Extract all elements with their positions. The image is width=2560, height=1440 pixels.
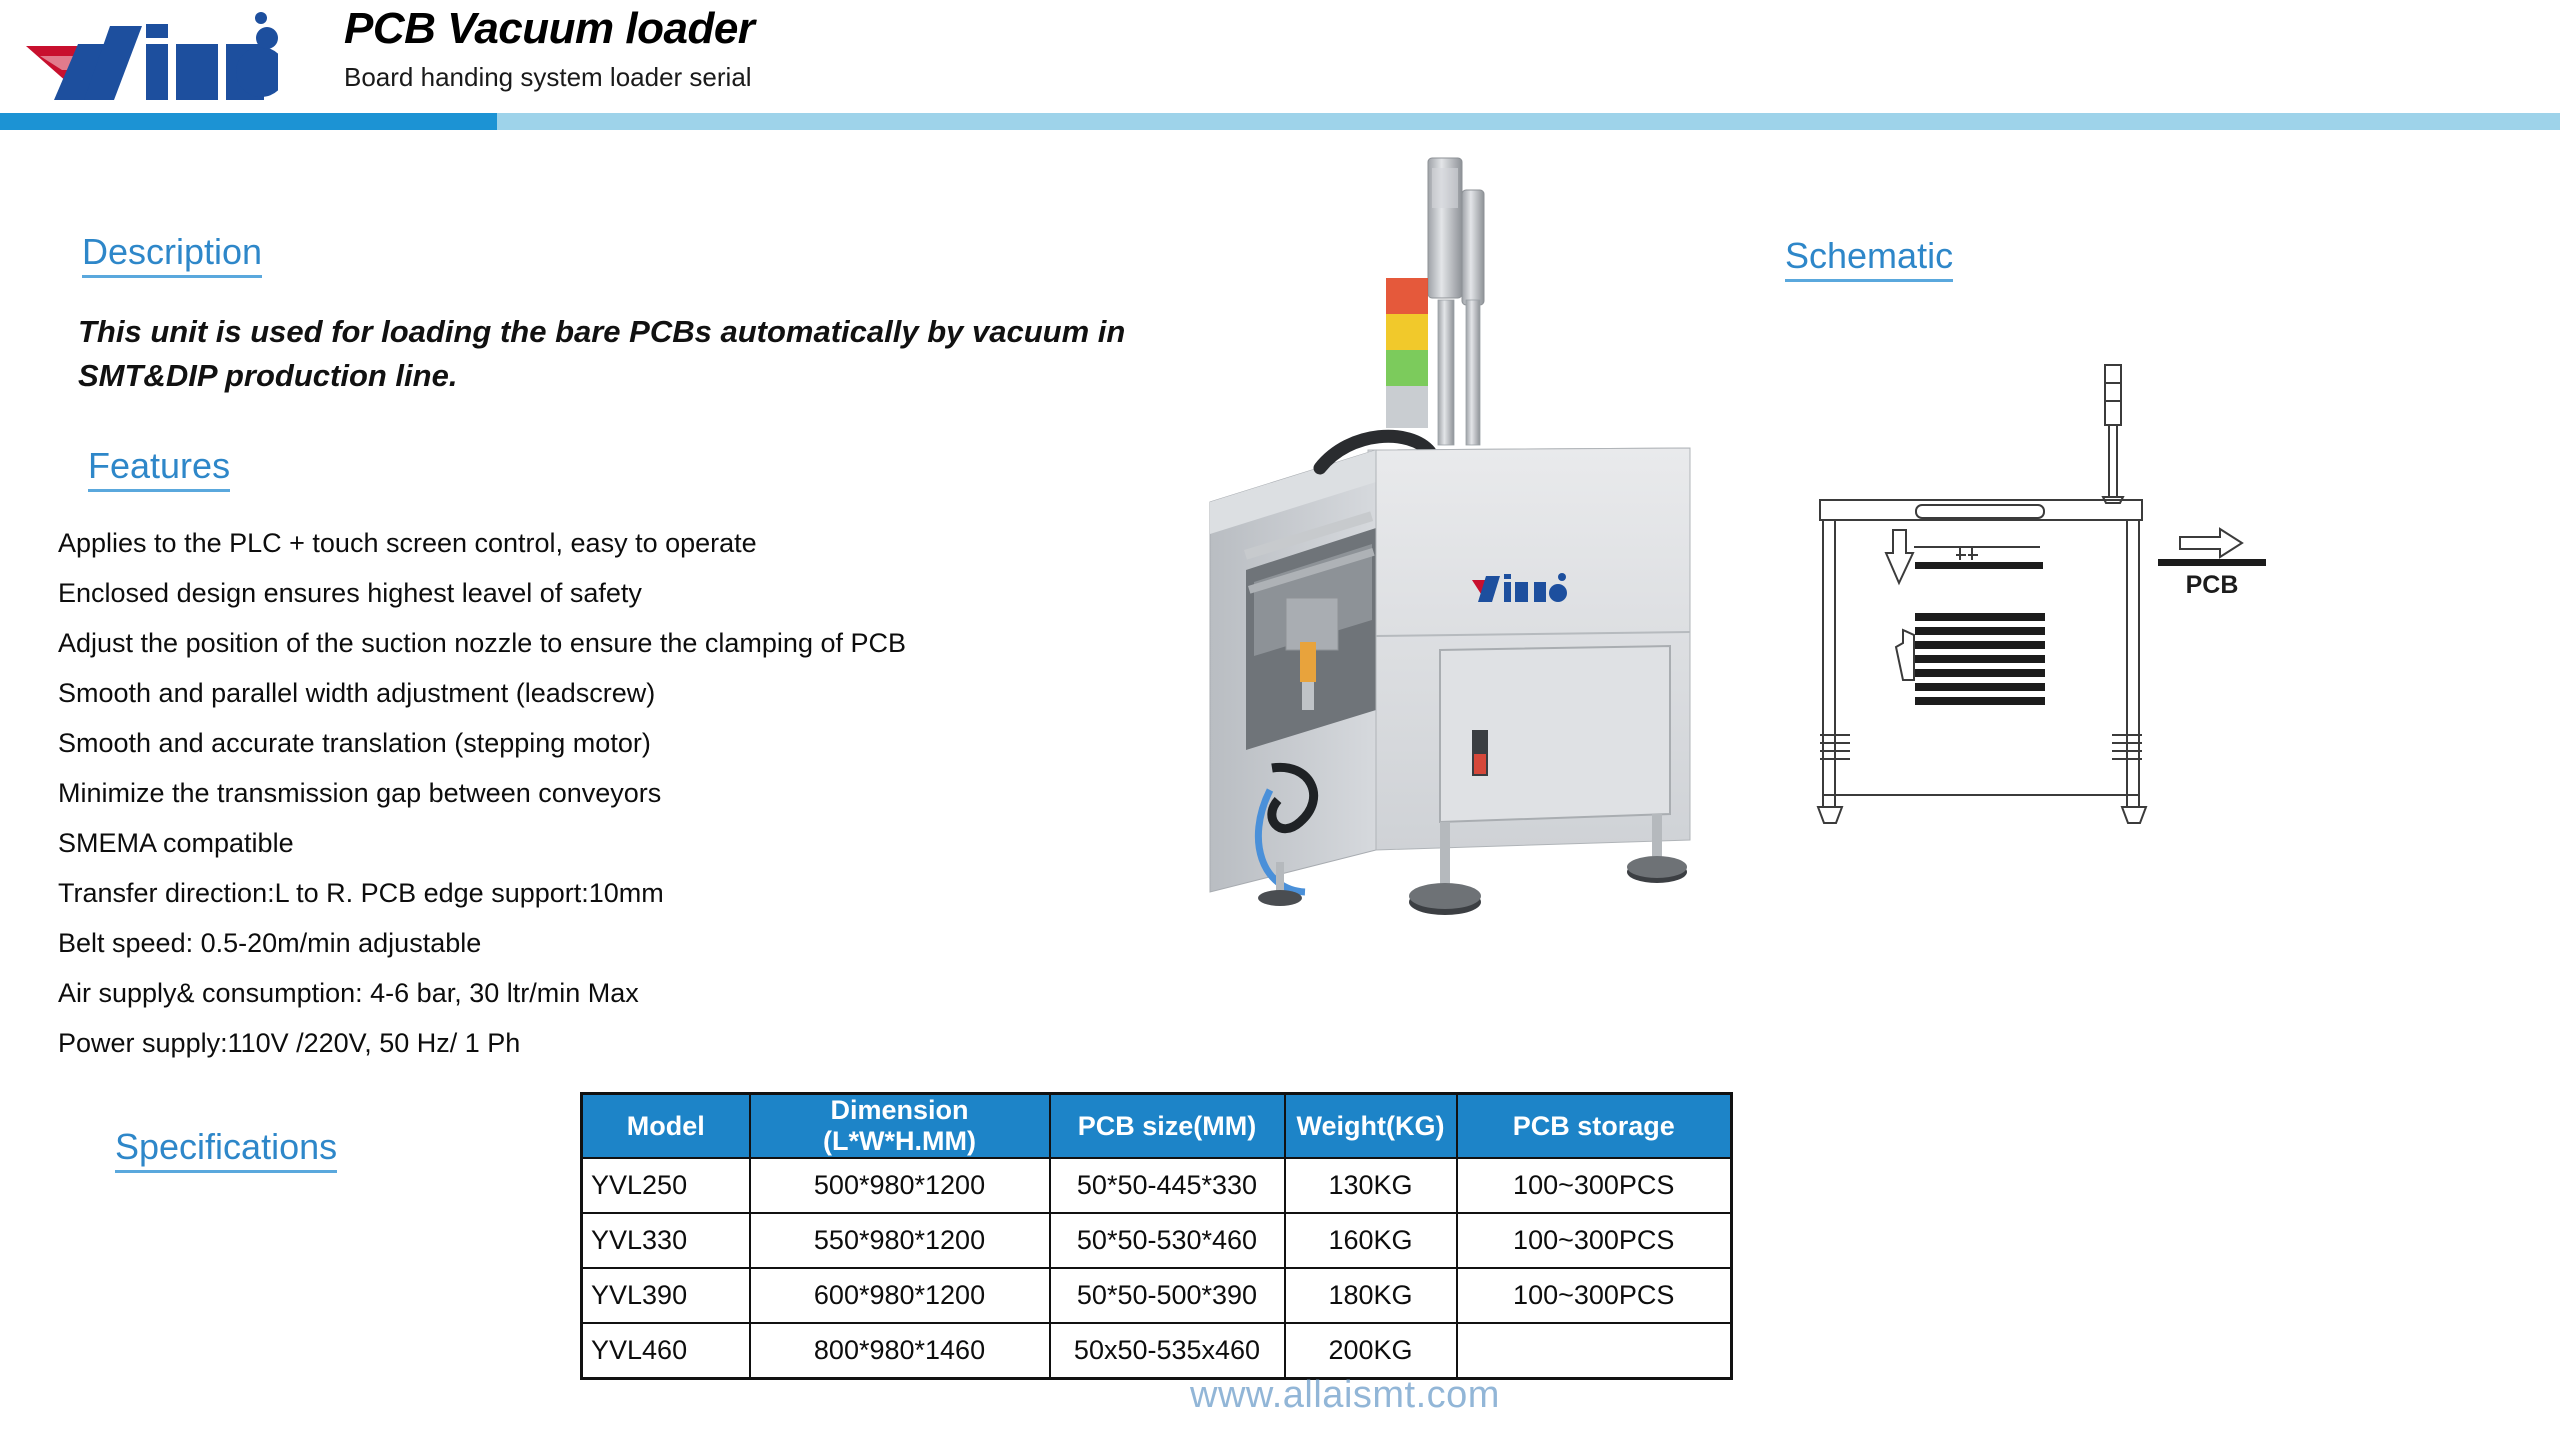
features-list: Applies to the PLC + touch screen contro… [58, 518, 1178, 1068]
schematic-signal-tower-icon [2104, 364, 2122, 426]
features-heading: Features [88, 446, 231, 492]
cell-pcb-storage: 100~300PCS [1455, 1212, 1733, 1269]
company-logo [18, 8, 278, 100]
pcb-stack-icon [1915, 613, 2045, 705]
schematic-pcb-bar [1915, 562, 2043, 569]
cell-pcb-size: 50*50-445*330 [1048, 1157, 1286, 1214]
down-arrow-icon [1884, 529, 1915, 586]
table-body: YVL250 500*980*1200 50*50-445*330 130KG … [580, 1157, 1733, 1379]
description-heading: Description [82, 232, 263, 278]
cell-model: YVL330 [580, 1212, 751, 1269]
page-subtitle: Board handing system loader serial [344, 62, 752, 93]
cell-model: YVL250 [580, 1157, 751, 1214]
list-item: Power supply:110V /220V, 50 Hz/ 1 Ph [58, 1028, 521, 1058]
schematic-heading: Schematic [1785, 236, 1954, 282]
leveling-feet-icon [1258, 814, 1687, 915]
cell-pcb-storage [1455, 1322, 1733, 1379]
specifications-heading: Specifications [115, 1127, 338, 1173]
column-header-pcb-size: PCB size(MM) [1048, 1092, 1286, 1159]
column-header-dimension: Dimension (L*W*H.MM) [748, 1092, 1051, 1159]
cell-model: YVL460 [580, 1322, 751, 1379]
machine-illustration [1209, 157, 1691, 915]
list-item: Smooth and parallel width adjustment (le… [58, 678, 656, 708]
list-item: Applies to the PLC + touch screen contro… [58, 528, 757, 558]
cell-weight: 130KG [1283, 1157, 1458, 1214]
cell-dimension: 600*980*1200 [748, 1267, 1051, 1324]
cell-weight: 160KG [1283, 1212, 1458, 1269]
schematic-diagram: PCB [1790, 355, 2310, 825]
specifications-table: Model Dimension (L*W*H.MM) PCB size(MM) … [580, 1092, 1733, 1380]
cell-weight: 200KG [1283, 1322, 1458, 1379]
machine-brand-logo-icon [1472, 573, 1567, 602]
table-header: Model Dimension (L*W*H.MM) PCB size(MM) … [580, 1092, 1733, 1159]
pcb-flow-arrow-icon [2179, 527, 2244, 559]
accent-bar-left [0, 113, 497, 130]
cell-pcb-size: 50x50-535x460 [1048, 1322, 1286, 1379]
table-header-row: Model Dimension (L*W*H.MM) PCB size(MM) … [580, 1092, 1733, 1159]
column-header-weight: Weight(KG) [1283, 1092, 1458, 1159]
footer-watermark: www.allaismt.com [1190, 1374, 1500, 1416]
cell-dimension: 500*980*1200 [748, 1157, 1051, 1214]
cell-pcb-size: 50*50-530*460 [1048, 1212, 1286, 1269]
cell-dimension: 550*980*1200 [748, 1212, 1051, 1269]
list-item: Air supply& consumption: 4-6 bar, 30 ltr… [58, 978, 639, 1008]
up-arrow-icon [1894, 628, 1915, 681]
signal-tower-icon [1386, 157, 1485, 446]
cell-weight: 180KG [1283, 1267, 1458, 1324]
list-item: Transfer direction:L to R. PCB edge supp… [58, 878, 664, 908]
schematic-section: Schematic [1785, 236, 1954, 282]
cell-pcb-storage: 100~300PCS [1455, 1157, 1733, 1214]
list-item: Smooth and accurate translation (steppin… [58, 728, 651, 758]
cell-dimension: 800*980*1460 [748, 1322, 1051, 1379]
table-row: YVL250 500*980*1200 50*50-445*330 130KG … [580, 1157, 1733, 1214]
list-item: SMEMA compatible [58, 828, 294, 858]
description-body: This unit is used for loading the bare P… [78, 314, 1126, 394]
specifications-section: Specifications [115, 1127, 338, 1173]
specifications-table-wrap: Model Dimension (L*W*H.MM) PCB size(MM) … [580, 1092, 1733, 1380]
list-item: Minimize the transmission gap between co… [58, 778, 662, 808]
product-photo [1200, 150, 1720, 970]
table-row: YVL460 800*980*1460 50x50-535x460 200KG [580, 1322, 1733, 1379]
list-item: Adjust the position of the suction nozzl… [58, 628, 906, 658]
header-accent-bar [0, 113, 2560, 130]
page-header: PCB Vacuum loader Board handing system l… [0, 0, 2560, 118]
description-section: Description [82, 232, 263, 278]
pcb-label: PCB [2186, 571, 2239, 599]
table-row: YVL390 600*980*1200 50*50-500*390 180KG … [580, 1267, 1733, 1324]
column-header-model: Model [580, 1092, 751, 1159]
schematic-svg: PCB [1816, 364, 2266, 824]
list-item: Enclosed design ensures highest leavel o… [58, 578, 642, 608]
list-item: Belt speed: 0.5-20m/min adjustable [58, 928, 482, 958]
page-title: PCB Vacuum loader [344, 4, 755, 53]
accent-bar-right [497, 113, 2560, 130]
cell-model: YVL390 [580, 1267, 751, 1324]
cell-pcb-storage: 100~300PCS [1455, 1267, 1733, 1324]
column-header-pcb-storage: PCB storage [1455, 1092, 1733, 1159]
features-section: Features [88, 446, 231, 492]
table-row: YVL330 550*980*1200 50*50-530*460 160KG … [580, 1212, 1733, 1269]
yinuo-logo-icon [26, 12, 278, 100]
title-block: PCB Vacuum loader Board handing system l… [344, 4, 755, 93]
cell-pcb-size: 50*50-500*390 [1048, 1267, 1286, 1324]
